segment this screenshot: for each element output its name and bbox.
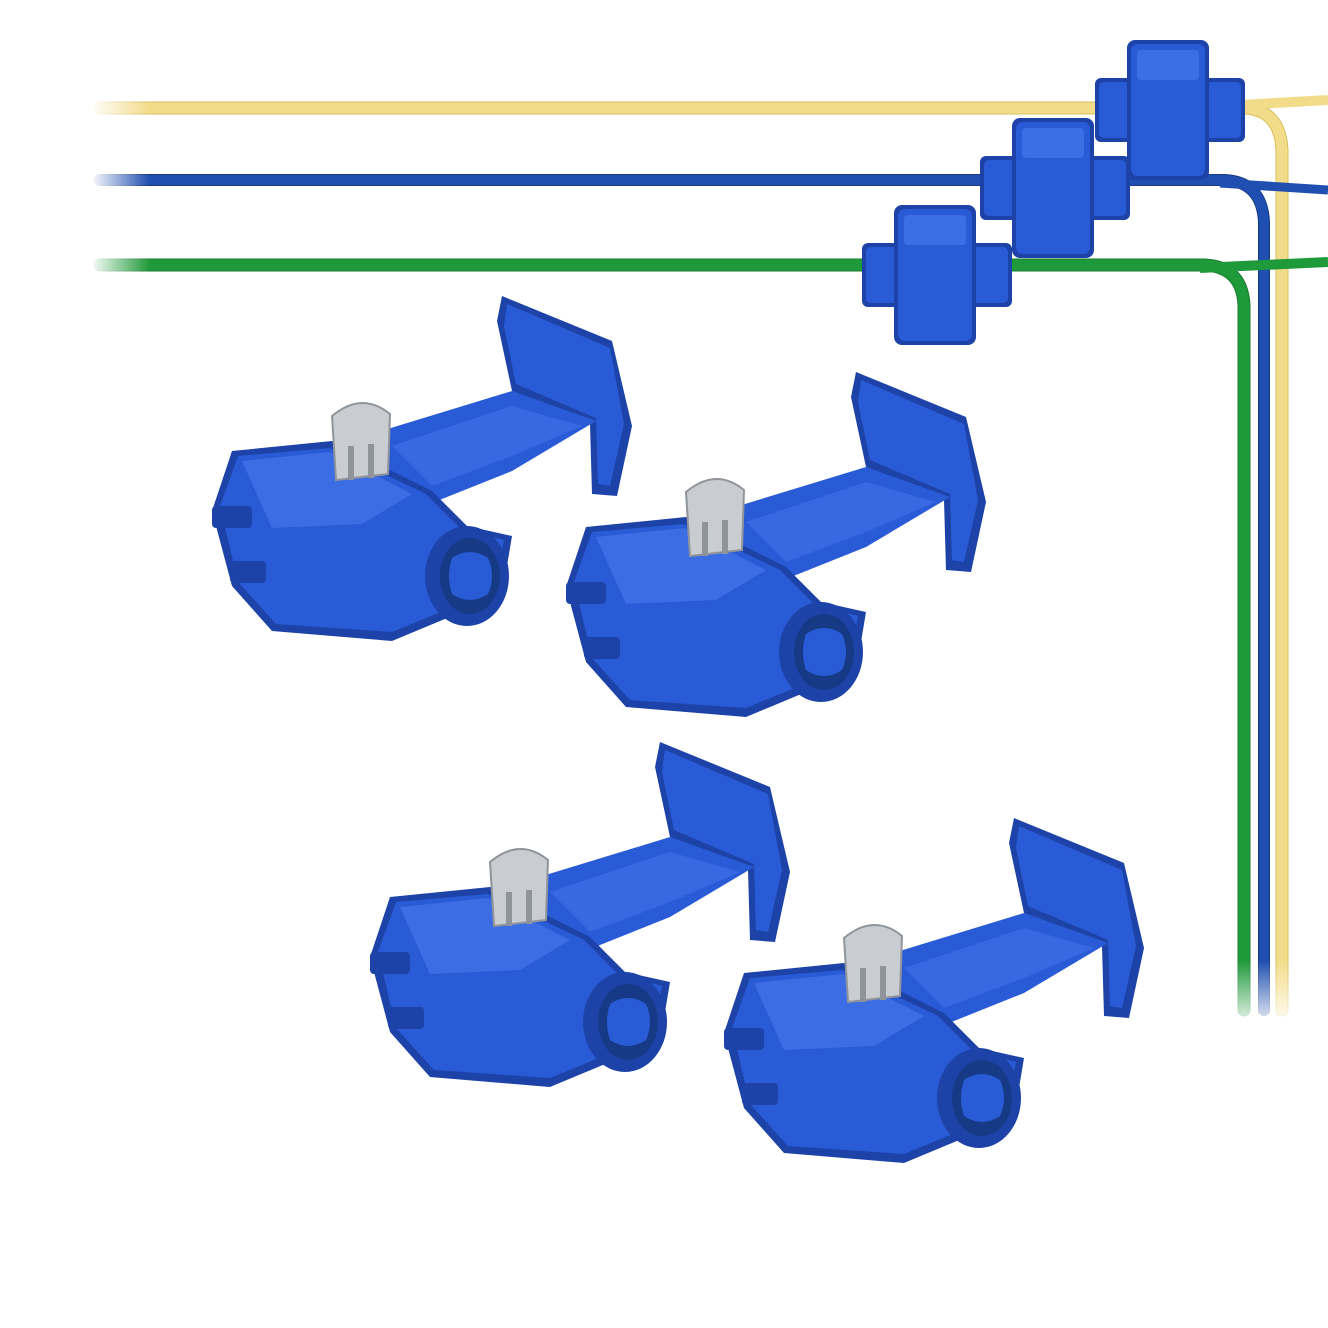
- metal-blade: [684, 478, 746, 558]
- metal-blade: [488, 848, 550, 928]
- mounted-connectors: [862, 40, 1245, 345]
- wire-bundle: [93, 95, 1328, 1017]
- blue-wire-branch: [1219, 178, 1328, 195]
- tap-connector: [724, 818, 1144, 1163]
- green-wire-branch: [1199, 257, 1328, 273]
- mounted-connector: [1095, 40, 1245, 180]
- metal-blade: [330, 402, 392, 482]
- wire-fade-bottom: [1215, 960, 1325, 1030]
- tap-connector: [566, 372, 986, 717]
- loose-connectors: [212, 296, 1144, 1163]
- wire-fade-left: [90, 80, 150, 280]
- tap-connector: [370, 742, 790, 1087]
- yellow-wire-branch: [1239, 95, 1328, 110]
- mounted-connector: [980, 118, 1130, 258]
- tap-connector: [212, 296, 632, 641]
- mounted-connector: [862, 205, 1012, 345]
- metal-blade: [842, 924, 904, 1004]
